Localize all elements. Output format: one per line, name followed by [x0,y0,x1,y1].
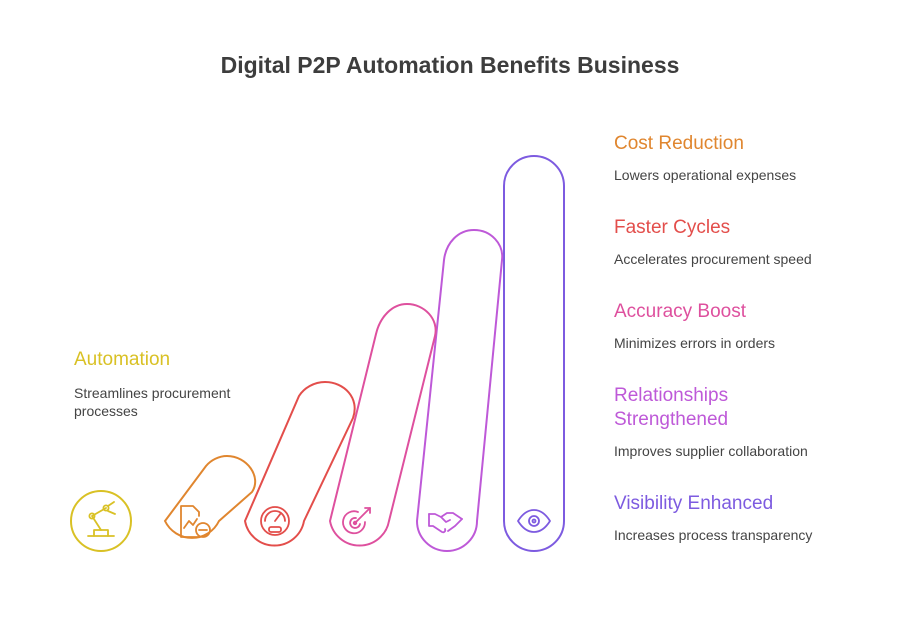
item-relationships-strengthened: Relationships Strengthened Improves supp… [614,384,808,460]
robot-arm-icon [87,501,116,537]
pill-relationships-strengthened [415,228,504,552]
item-desc: Accelerates procurement speed [614,251,812,267]
item-desc: Minimizes errors in orders [614,335,776,351]
item-title: Accuracy Boost [614,301,746,322]
pill-automation [70,490,132,552]
item-automation: Automation Streamlines procurement proce… [74,348,284,420]
item-faster-cycles: Faster Cycles Accelerates procurement sp… [614,216,874,268]
item-accuracy-boost: Accuracy Boost Minimizes errors in order… [614,300,874,352]
item-desc: Improves supplier collaboration [614,443,808,459]
pill-visibility-enhanced [503,155,565,552]
item-title: Visibility Enhanced [614,493,774,514]
item-desc: Increases process transparency [614,527,813,543]
target-arrow-icon [342,507,371,535]
item-title: Cost Reduction [614,133,744,154]
page-title: Digital P2P Automation Benefits Business [220,52,680,78]
item-cost-reduction: Cost Reduction Lowers operational expens… [614,132,874,184]
handshake-icon [428,512,463,534]
speedometer-icon [260,506,290,536]
item-desc: Streamlines procurement processes [74,385,231,419]
item-title: Relationships Strengthened [614,385,729,430]
item-title: Faster Cycles [614,217,731,238]
pill-accuracy-boost [328,302,437,547]
document-chart-minus-icon [180,505,211,538]
item-title: Automation [74,349,171,370]
pill-faster-cycles [243,380,356,547]
pill-cost-reduction [163,454,257,539]
eye-icon [517,509,551,533]
item-visibility-enhanced: Visibility Enhanced Increases process tr… [614,492,874,544]
item-desc: Lowers operational expenses [614,167,797,183]
